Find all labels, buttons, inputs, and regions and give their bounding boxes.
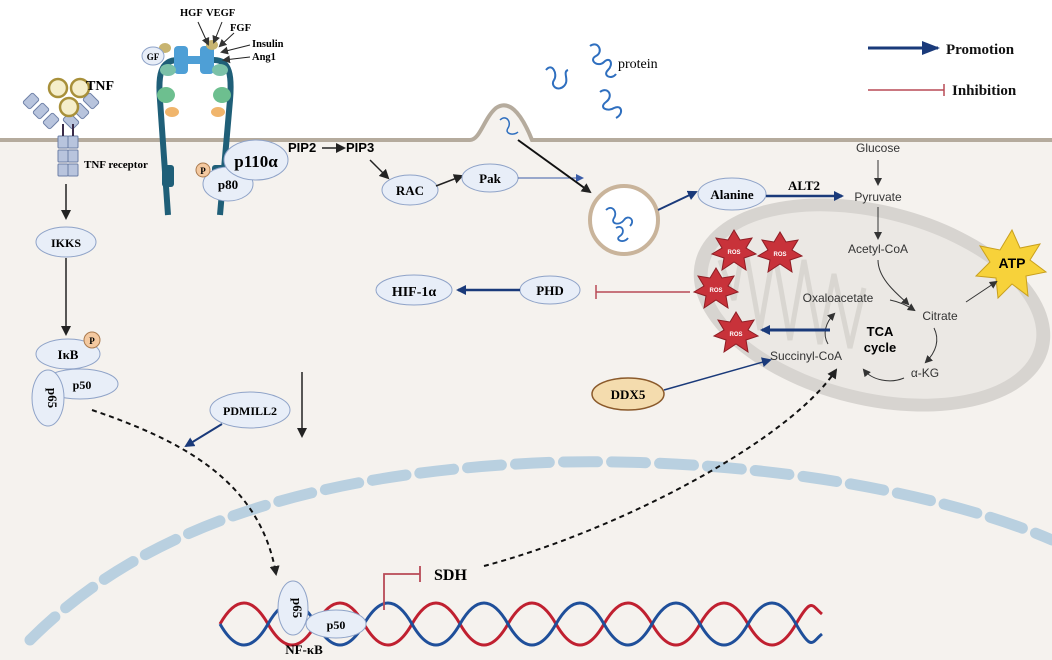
hif1a-label: HIF-1α (392, 285, 437, 300)
atp-burst (974, 228, 1048, 300)
ddx5-node (591, 377, 665, 411)
tnf-label: TNF (86, 79, 114, 94)
svg-text:ROS: ROS (773, 252, 786, 258)
tnf-ligand (47, 77, 91, 118)
ros-star: ROS (756, 231, 804, 274)
pip3-label: PIP3 (346, 140, 374, 155)
ikks-node (35, 226, 97, 258)
rac-label: RAC (396, 183, 424, 198)
ligand-gf: GF (147, 52, 160, 62)
sdh-inhibition-line (383, 573, 420, 610)
ros-star: ROS (712, 311, 760, 354)
ros-star: ROS (710, 229, 758, 272)
sdh-label: SDH (434, 567, 467, 584)
p50-cyto-label: p50 (73, 378, 92, 392)
vesicle-protein-icon (605, 206, 634, 242)
glucose-label: Glucose (856, 141, 900, 155)
ligand-insulin: Insulin (252, 39, 284, 50)
svg-text:ROS: ROS (727, 250, 740, 256)
p65-nuclear-node (277, 580, 309, 636)
succinyl-coa-label: Succinyl-CoA (770, 349, 842, 363)
citrate-label: Citrate (922, 309, 958, 323)
ikks-label: IKKS (51, 236, 81, 250)
svg-text:ROS: ROS (709, 288, 722, 294)
endocytosed-protein-icon (499, 117, 519, 135)
pdmill2-label: PDMILL2 (223, 404, 277, 418)
legend-inhibition-label: Inhibition (952, 83, 1017, 99)
oxaloacetate-label: Oxaloacetate (803, 291, 874, 305)
sdh-to-tca-arrow (483, 368, 838, 567)
akg-label: α-KG (911, 366, 939, 380)
alt2-label: ALT2 (788, 178, 820, 193)
alanine-label: Alanine (710, 187, 754, 202)
phospho-badge-receptor (195, 162, 211, 178)
protein-label: protein (618, 57, 658, 72)
svg-text:P: P (200, 166, 206, 176)
nfkb-label: NF-κB (285, 642, 323, 657)
tca-label-1: TCA (867, 324, 894, 339)
atp-label: ATP (999, 255, 1026, 271)
ligand-ang1: Ang1 (252, 52, 276, 63)
p50-nuclear-node (305, 609, 367, 639)
pdmill2-node (209, 391, 291, 429)
ikb-node (35, 338, 101, 370)
rac-node (381, 174, 439, 206)
p110a-node (223, 139, 289, 181)
phd-label: PHD (536, 283, 563, 298)
p65-cyto-label: p65 (45, 388, 60, 409)
ligand-vegf: VEGF (206, 8, 235, 19)
ros-star: ROS (692, 267, 740, 310)
cell-membrane (0, 103, 1052, 142)
p65-nuclear-label: p65 (290, 598, 305, 619)
protein-squiggles (545, 43, 622, 119)
nuclear-envelope (24, 456, 1052, 646)
svg-text:ROS: ROS (729, 332, 742, 338)
ddx5-label: DDX5 (611, 387, 646, 402)
hif1a-node (375, 274, 453, 306)
phospho-badge-ikb (83, 331, 101, 349)
pip2-label: PIP2 (288, 140, 316, 155)
ikb-label: IκB (58, 347, 79, 362)
p50-nuclear-label: p50 (327, 618, 346, 632)
ligand-fgf: FGF (230, 23, 251, 34)
legend-promotion-label: Promotion (946, 42, 1015, 58)
tnf-receptor-label: TNF receptor (84, 159, 148, 171)
pyruvate-label: Pyruvate (854, 190, 902, 204)
ligand-hgf: HGF (180, 8, 203, 19)
pak-label: Pak (479, 171, 501, 186)
p110a-label: p110α (234, 152, 278, 171)
tca-label-2: cycle (864, 340, 897, 355)
p65-cyto-node (31, 369, 65, 427)
svg-text:P: P (89, 336, 95, 346)
legend: Promotion Inhibition (868, 41, 1017, 99)
tnf-receptor (22, 92, 100, 177)
alanine-node (697, 177, 767, 211)
acetyl-coa-label: Acetyl-CoA (848, 242, 908, 256)
receptor-tyrosine-kinase: GF (141, 40, 234, 216)
p80-label: p80 (218, 177, 238, 192)
nfkb-translocation-arrow (91, 409, 280, 576)
